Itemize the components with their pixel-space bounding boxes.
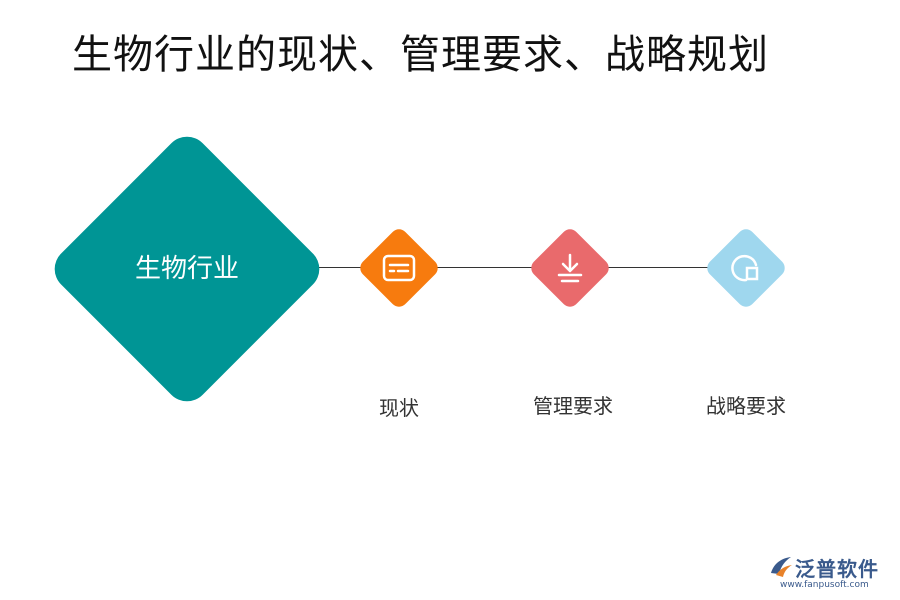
brand-name: 泛普软件 <box>795 557 879 581</box>
brand-url: www.fanpusoft.com <box>780 580 869 590</box>
document-lines-icon <box>382 254 416 282</box>
node-label-management: 管理要求 <box>533 394 613 418</box>
page-title: 生物行业的现状、管理要求、战略规划 <box>72 32 769 78</box>
main-node-label: 生物行业 <box>134 254 239 284</box>
node-label-status: 现状 <box>379 396 419 420</box>
node-label-strategy: 战略要求 <box>706 394 786 418</box>
brand-watermark: 泛普软件 www.fanpusoft.com <box>768 553 896 593</box>
download-tray-icon <box>557 253 583 283</box>
chart-square-icon <box>731 254 759 282</box>
fanpu-logo-icon <box>771 557 792 577</box>
